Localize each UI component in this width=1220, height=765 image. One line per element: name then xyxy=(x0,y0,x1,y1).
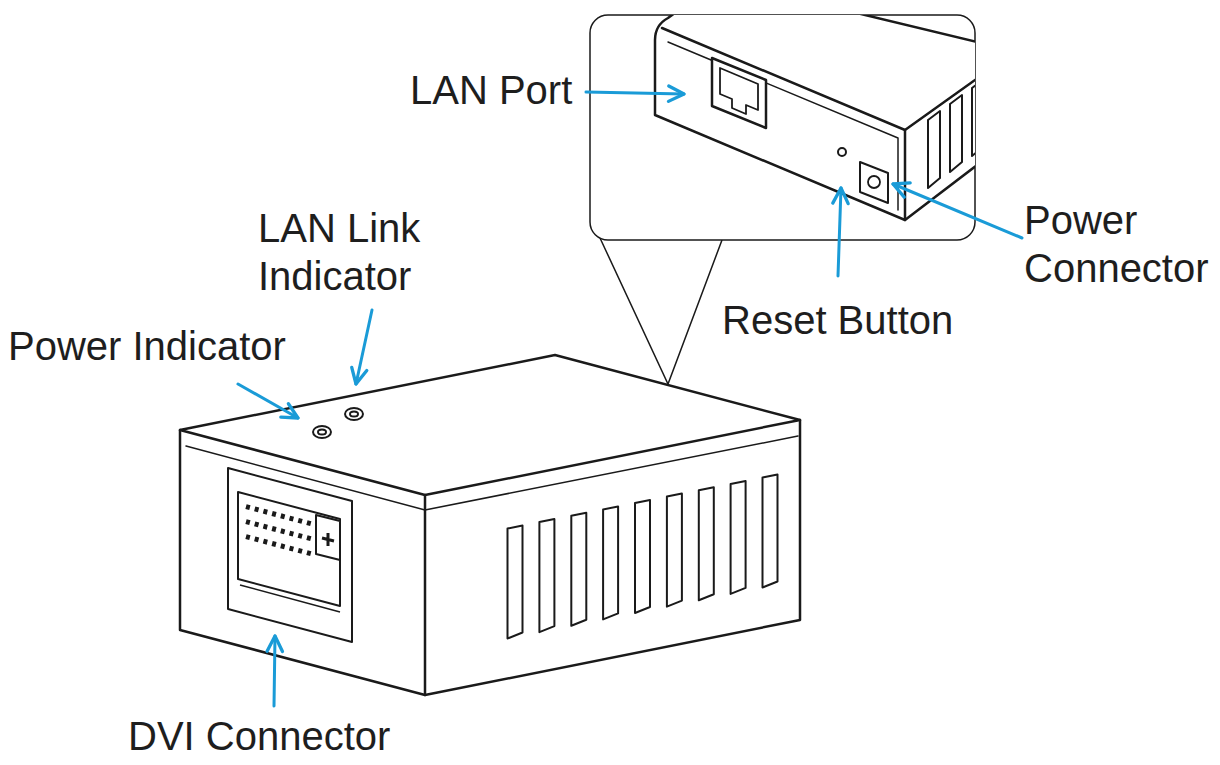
device-body xyxy=(180,355,800,695)
inset-pointer xyxy=(600,238,722,384)
vent-slot xyxy=(763,475,778,588)
vent-slot xyxy=(699,487,714,600)
power-led xyxy=(313,426,331,438)
leader-arrows xyxy=(238,92,1022,706)
reset-hole xyxy=(838,148,846,156)
leader-arrow xyxy=(356,310,372,384)
part-label: Power Connector xyxy=(1024,196,1219,292)
vent-slot xyxy=(571,513,586,626)
front-corner-edge xyxy=(424,495,427,695)
vent-slot xyxy=(731,481,746,594)
inset-rear-view xyxy=(655,15,975,220)
leader-arrow xyxy=(586,92,684,94)
vent-slot xyxy=(928,111,940,188)
dvi-blade-area xyxy=(316,515,340,560)
rear-corner-edge xyxy=(904,130,907,220)
part-label: LAN Port xyxy=(410,66,590,114)
lan-jack-opening xyxy=(720,68,758,114)
lan-led-lens xyxy=(350,412,358,417)
dvi-shell-edge xyxy=(240,585,340,612)
vent-slots xyxy=(508,475,778,639)
vent-slot xyxy=(972,79,975,156)
leader-arrow xyxy=(838,188,841,276)
inset-pointer-lines xyxy=(600,238,722,384)
part-label: Power Indicator xyxy=(8,322,308,370)
part-label: DVI Connector xyxy=(128,712,428,760)
leader-arrow xyxy=(274,636,275,706)
dvi-pins xyxy=(246,537,312,554)
vent-slot xyxy=(635,500,650,613)
rear-outline xyxy=(655,15,975,220)
vent-slot xyxy=(508,526,523,639)
rear-top-edge xyxy=(662,28,975,130)
power-jack xyxy=(860,162,888,203)
dvi-blade xyxy=(322,533,334,546)
lan-led xyxy=(345,408,363,420)
rear-lip xyxy=(668,42,898,210)
dvi-pins xyxy=(246,522,312,539)
dvi-pins xyxy=(246,507,312,524)
vent-slot xyxy=(950,95,962,172)
indicator-leds xyxy=(313,408,363,438)
vent-slot xyxy=(667,494,682,607)
leader-arrow xyxy=(893,184,1022,238)
lan-jack xyxy=(712,58,766,128)
dvi-port xyxy=(228,468,352,642)
vent-slot xyxy=(539,519,554,632)
power-jack-pin xyxy=(868,176,880,188)
leader-arrow xyxy=(238,384,298,418)
dvi-frame xyxy=(228,468,352,642)
part-label: LAN Link Indicator xyxy=(258,204,448,300)
power-led-lens xyxy=(318,430,326,435)
part-label: Reset Button xyxy=(722,296,982,344)
device-outline xyxy=(180,355,800,695)
vent-slot xyxy=(603,506,618,619)
